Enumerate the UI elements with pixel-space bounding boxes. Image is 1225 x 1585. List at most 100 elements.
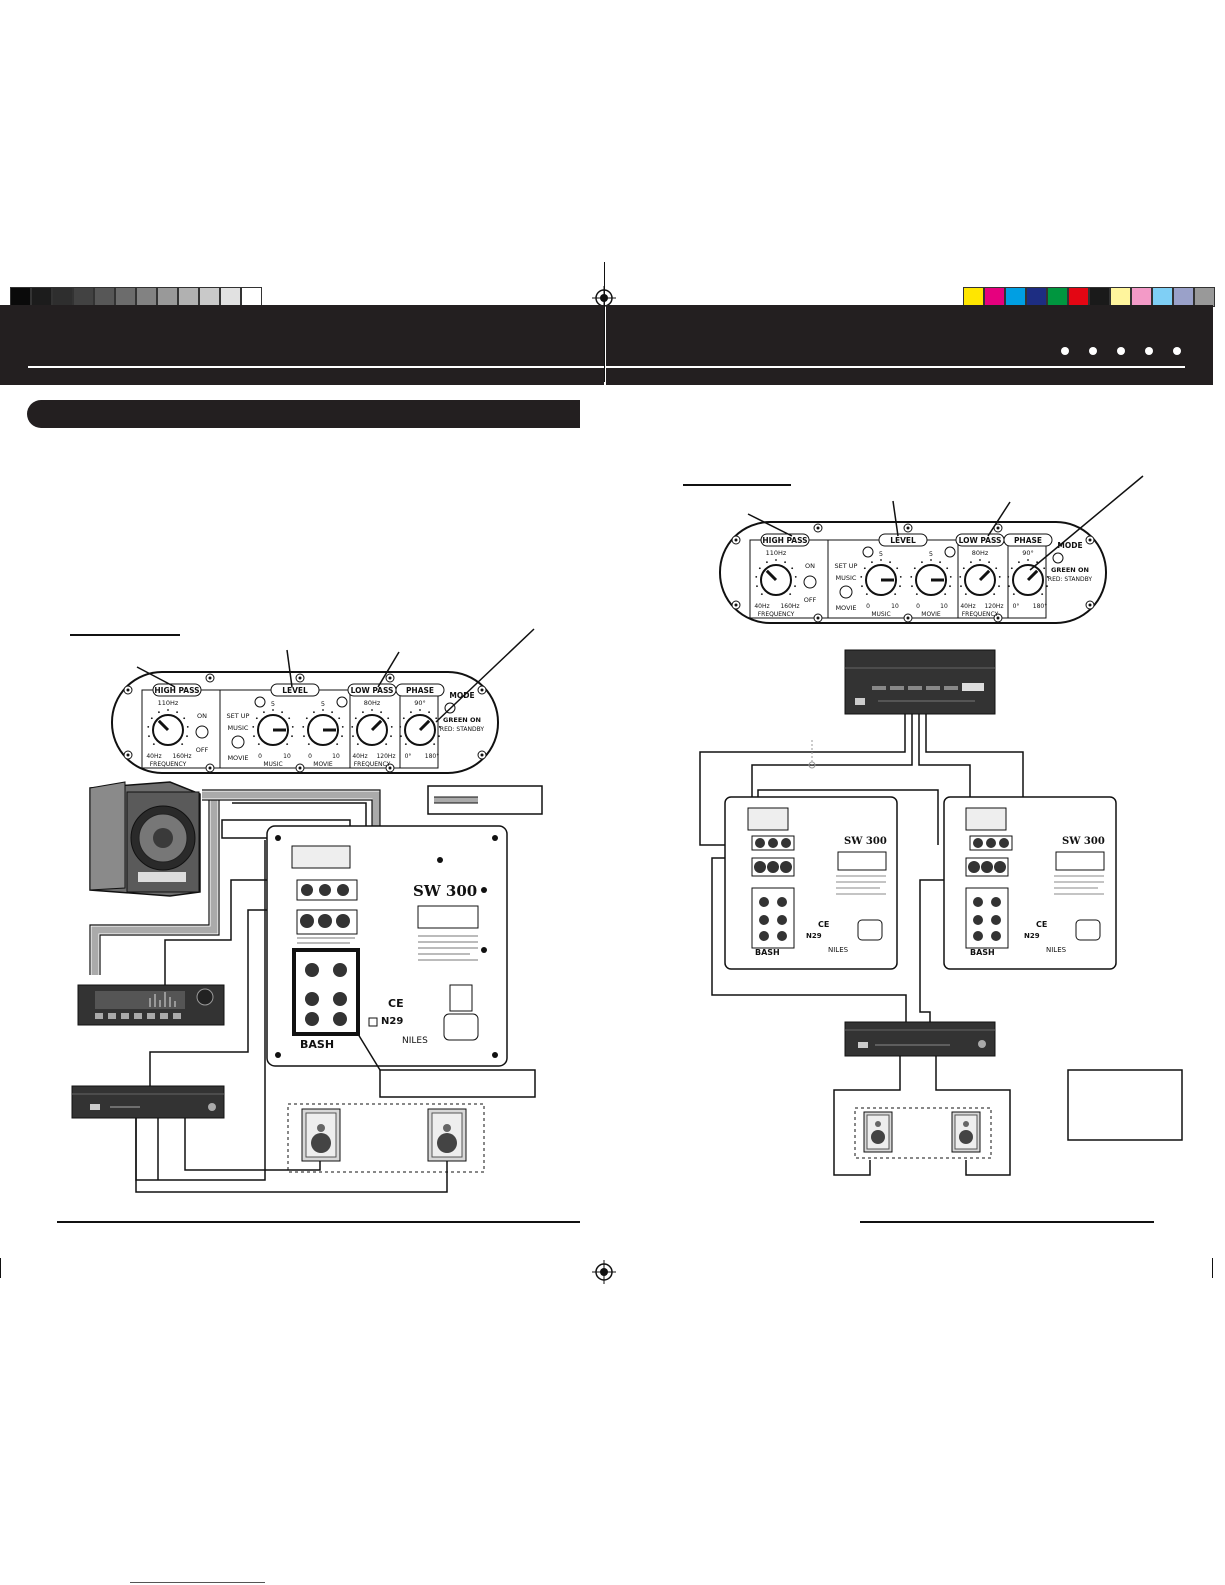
set-up-label: SET UP	[227, 712, 250, 720]
trim-mark	[604, 262, 605, 382]
hp-left-label: 40Hz	[146, 753, 161, 760]
speaker-icon	[301, 1108, 341, 1162]
trim-mark	[1212, 1258, 1213, 1278]
tick-mark	[930, 559, 932, 561]
tick-mark	[758, 567, 761, 570]
tick-mark	[255, 717, 258, 720]
tick-mark	[438, 735, 440, 738]
tick-mark	[433, 743, 436, 746]
screw-center	[388, 766, 392, 770]
tick-mark	[263, 711, 265, 714]
tick-mark	[949, 575, 952, 578]
dot-icon	[1145, 347, 1153, 355]
tick-mark	[1007, 575, 1010, 578]
panel-outline	[111, 671, 499, 774]
tick-mark	[1046, 575, 1049, 578]
wiring-diagram-left	[71, 781, 543, 1193]
tick-mark	[979, 559, 981, 561]
tick-mark	[899, 585, 901, 588]
tick-mark	[1018, 561, 1020, 564]
level-10-label: 10	[891, 603, 899, 610]
setup-switch-icon	[839, 585, 853, 599]
movie-small-label: MOVIE	[835, 604, 856, 612]
tick-mark	[380, 711, 382, 714]
led-icon	[944, 546, 956, 558]
knob-pointer	[765, 569, 778, 582]
movie-label: MOVIE	[313, 761, 333, 768]
knob-pointer	[157, 719, 170, 732]
screw-center	[298, 676, 302, 680]
section-title-bar	[27, 400, 580, 428]
screw-center	[480, 688, 484, 692]
tick-mark	[910, 575, 913, 578]
frame-label-pill	[760, 533, 810, 547]
hp-top-label: 110Hz	[766, 549, 787, 557]
low-pass-label: LOW PASS	[959, 536, 1002, 545]
screw-center	[126, 688, 130, 692]
tick-mark	[354, 717, 357, 720]
knob-pointer	[418, 719, 431, 732]
knob-pointer	[370, 719, 383, 732]
level-5-label: 5	[879, 550, 883, 558]
rear-ce-label-right-1: CE	[818, 920, 830, 929]
ph-top-label: 90°	[1022, 549, 1034, 557]
tick-mark	[313, 711, 315, 714]
tick-mark	[352, 735, 354, 738]
ph-right-label: 180°	[425, 753, 439, 760]
tick-mark	[894, 593, 897, 596]
knob-pointer	[978, 569, 991, 582]
rear-brand-label-right-2: BASH	[970, 948, 995, 957]
tick-mark	[1027, 559, 1029, 561]
mode-label: MODE	[1057, 541, 1082, 550]
tick-mark	[281, 711, 283, 714]
high-pass-label: HIGH PASS	[154, 686, 199, 695]
tick-mark	[964, 593, 967, 596]
amplifier-icon	[844, 1021, 996, 1057]
knob-pointer	[1026, 569, 1039, 582]
toggle-switch-icon	[803, 575, 817, 589]
rear-model-label-right-2: SW 300	[1062, 836, 1105, 847]
tick-mark	[303, 735, 305, 738]
rear-ce-label-left: CE	[388, 997, 404, 1010]
ph-left-label: 0°	[405, 753, 412, 760]
dot-icon	[1061, 347, 1069, 355]
phase-label: PHASE	[1014, 536, 1042, 545]
tick-mark	[150, 717, 153, 720]
rear-niles-label-right-2: NILES	[1046, 946, 1067, 954]
tick-mark	[341, 735, 343, 738]
rear-brand-label-left: BASH	[300, 1038, 335, 1051]
tick-mark	[257, 743, 260, 746]
level-0-label: 0	[258, 753, 262, 760]
speaker-icon	[951, 1111, 981, 1153]
tick-mark	[302, 725, 305, 728]
tick-mark	[962, 567, 965, 570]
tick-mark	[911, 585, 913, 588]
hp-right-label: 160Hz	[780, 603, 799, 610]
tick-mark	[760, 593, 763, 596]
tick-mark	[915, 593, 918, 596]
level-5-label: 5	[929, 550, 933, 558]
level-0-label: 0	[308, 753, 312, 760]
dot-row	[1061, 347, 1181, 355]
subwoofer-cabinet-icon	[89, 781, 201, 897]
on-label: ON	[197, 712, 207, 720]
setup-switch-icon	[231, 735, 245, 749]
frame-label-pill	[878, 533, 928, 547]
movie-small-label: MOVIE	[227, 754, 248, 762]
off-label: OFF	[804, 596, 817, 604]
tick-mark	[794, 585, 796, 588]
trim-mark	[0, 1258, 1, 1278]
tick-mark	[755, 575, 758, 578]
header-bar-left	[0, 305, 604, 385]
phase-label: PHASE	[406, 686, 434, 695]
dot-icon	[1089, 347, 1097, 355]
screw-center	[996, 616, 1000, 620]
tick-mark	[402, 717, 405, 720]
tick-mark	[286, 743, 289, 746]
tick-mark	[336, 743, 339, 746]
low-pass-label: LOW PASS	[351, 686, 394, 695]
music-small-label: MUSIC	[228, 724, 249, 732]
tick-mark	[899, 575, 902, 578]
ph-right-label: 180°	[1033, 603, 1047, 610]
